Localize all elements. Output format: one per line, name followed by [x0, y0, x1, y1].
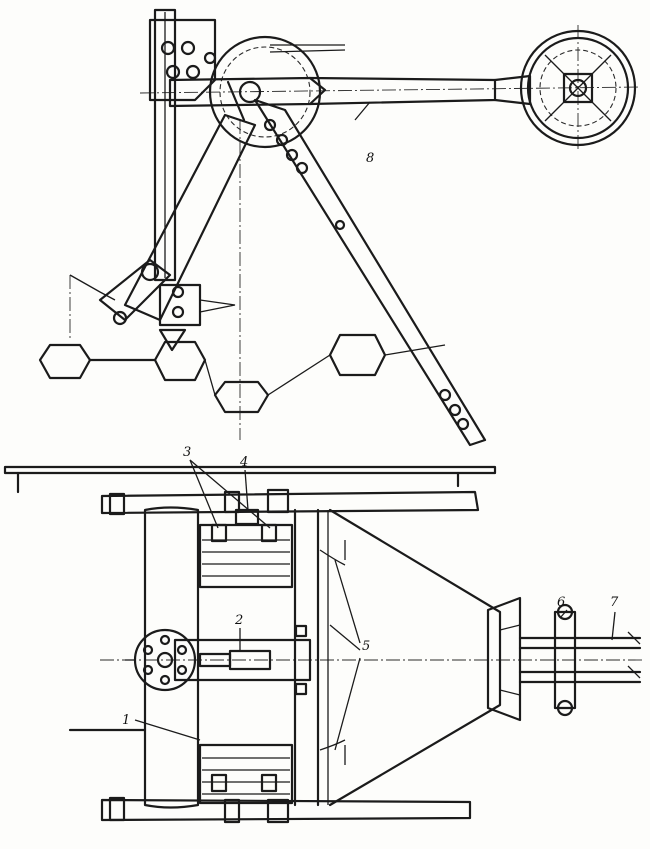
left-guide-line — [69, 274, 116, 301]
rod-5a — [319, 549, 346, 566]
hitch-braces — [499, 624, 521, 696]
axle-wheel-holes — [142, 634, 188, 686]
bracket-3c — [210, 773, 228, 793]
bracket-bolts — [160, 40, 217, 80]
cable-7-lower — [518, 670, 642, 684]
top-rail-bolts — [108, 488, 290, 516]
bottom-rail-bolts — [108, 796, 290, 824]
cable-7-upper — [518, 636, 642, 650]
right-diagonal-arm — [253, 98, 487, 447]
cable-ends — [627, 631, 641, 679]
hitch-plate — [486, 596, 522, 722]
end-wheel-hub — [562, 72, 594, 104]
axle-inner — [198, 652, 232, 668]
pipe-link-4 — [384, 344, 446, 356]
cutter-tip — [158, 328, 187, 352]
end-wheel-outer — [519, 29, 637, 147]
pipe-bulge-1 — [38, 343, 92, 380]
pipe-link-2 — [204, 359, 216, 396]
vertical-mast — [153, 8, 177, 282]
lower-link-bolt — [112, 310, 128, 326]
rope — [269, 44, 346, 53]
label-1: 1 — [122, 713, 131, 728]
pipe-bulge-2 — [153, 340, 207, 382]
pivot-link — [226, 80, 246, 122]
bracket-3d — [260, 773, 278, 793]
axle-wheel-hub — [156, 651, 174, 669]
spool-top — [198, 523, 294, 589]
rail-beam — [3, 465, 497, 475]
bottom-rail-bar — [100, 798, 472, 822]
clamp-block — [158, 283, 202, 327]
bracket-3b — [260, 523, 278, 543]
label-8: 8 — [366, 151, 375, 166]
pipe-bulge-4 — [328, 333, 387, 377]
label-2: 2 — [235, 613, 244, 628]
label-4: 4 — [240, 455, 249, 470]
boom-arm — [308, 76, 497, 106]
spool-bottom — [198, 743, 294, 805]
spool-top-windings — [202, 539, 290, 577]
label-5: 5 — [362, 639, 371, 654]
centerline-boom — [139, 86, 641, 94]
lower-link-pin — [140, 262, 160, 282]
rod-5b — [319, 739, 346, 751]
winch-drum — [208, 35, 322, 149]
leader-lines — [134, 101, 616, 751]
top-rail-bar — [100, 490, 480, 515]
top-bracket-plate — [148, 18, 217, 102]
plan-view — [68, 101, 645, 824]
roller-1 — [143, 506, 200, 809]
end-wheel-rim — [526, 36, 630, 140]
tow-triangle — [328, 508, 502, 807]
arm-holes — [263, 118, 470, 431]
label-6: 6 — [557, 595, 566, 610]
pipe-bulge-3 — [213, 380, 270, 414]
elevation-view — [38, 8, 641, 447]
boom-end-fitting — [493, 74, 532, 106]
end-wheel-axle — [568, 78, 588, 98]
ground-rail — [3, 465, 497, 494]
winch-drum-inner — [219, 46, 311, 138]
pipe-link-3 — [267, 354, 331, 396]
end-wheel-dashed — [539, 49, 617, 127]
label-7: 7 — [610, 595, 619, 610]
bracket-3a — [210, 523, 228, 543]
end-wheel-spokes — [544, 54, 612, 122]
side-fin — [199, 299, 236, 313]
label-3: 3 — [183, 445, 192, 460]
boom-hub — [168, 76, 327, 108]
left-diagonal-arm — [123, 113, 257, 322]
pivot-pin — [238, 80, 262, 104]
center-axle-bar — [173, 638, 312, 682]
